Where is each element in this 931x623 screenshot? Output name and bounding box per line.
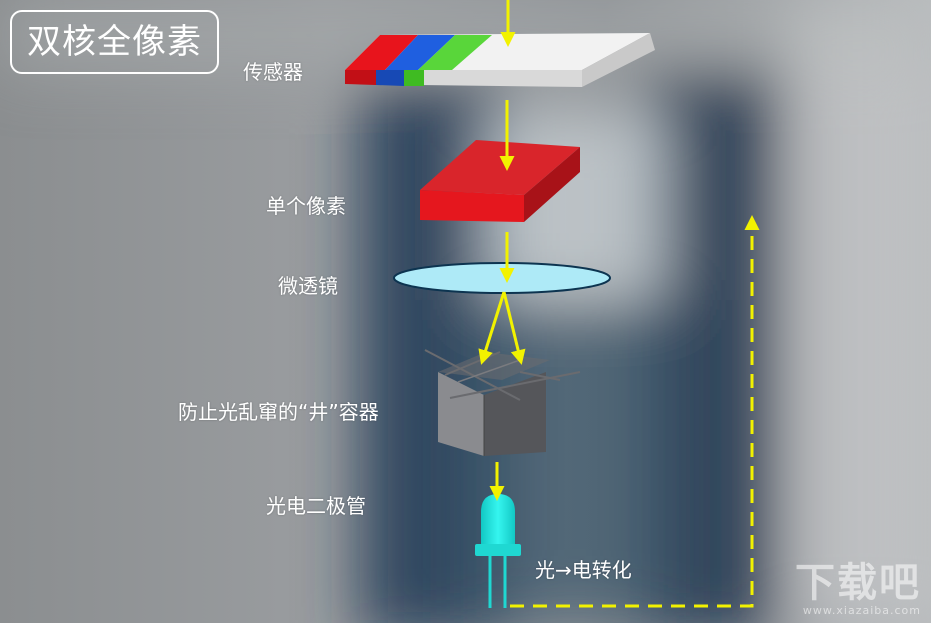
sensor-slab xyxy=(345,33,655,87)
well-container xyxy=(424,349,581,456)
light-path-arrows xyxy=(478,0,760,608)
label-single-pixel: 单个像素 xyxy=(266,194,346,218)
diagram-title: 双核全像素 xyxy=(27,22,202,62)
label-sensor: 传感器 xyxy=(243,60,303,84)
watermark-site: www.xiazaiba.com xyxy=(802,604,921,617)
title-box: 双核全像素 xyxy=(10,10,219,74)
watermark: 下载吧 www.xiazaiba.com xyxy=(795,562,921,617)
label-photodiode: 光电二极管 xyxy=(266,494,366,518)
single-pixel-block xyxy=(420,140,580,222)
label-light-to-electric: 光→电转化 xyxy=(535,558,632,582)
label-microlens: 微透镜 xyxy=(278,274,338,298)
photodiode-shape xyxy=(475,494,521,608)
arrow-lens-to-well-right xyxy=(502,291,526,365)
microlens-shape xyxy=(393,262,611,294)
watermark-text: 下载吧 xyxy=(795,560,921,606)
label-well-container: 防止光乱窜的“井”容器 xyxy=(178,400,379,424)
signal-return-dashed-arrow xyxy=(510,215,760,608)
arrow-lens-to-well-left xyxy=(478,291,506,365)
